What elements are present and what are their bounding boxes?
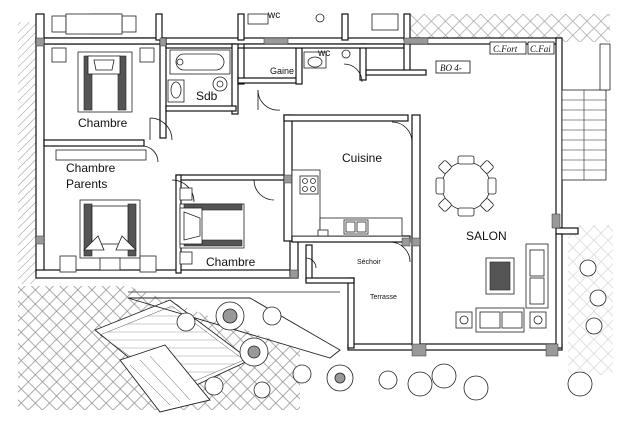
bed-parents <box>55 149 157 273</box>
tag-c-fai-text: C.Fai <box>530 44 551 54</box>
tag-bo: BO 4- <box>435 60 471 74</box>
deck-stairs <box>94 291 341 413</box>
pillars <box>35 37 561 357</box>
bed-top <box>51 47 155 113</box>
label-salon: SALON <box>466 229 507 243</box>
label-sechoir: Séchoir <box>357 259 381 266</box>
top-furniture <box>51 13 399 35</box>
left-hatch-strip <box>18 22 36 284</box>
label-cuisine: Cuisine <box>342 151 382 165</box>
label-gaine: Gaine <box>270 66 294 76</box>
label-chambre-parents-2: Parents <box>66 177 107 191</box>
plants <box>176 259 607 401</box>
bathroom-fixtures <box>167 49 231 103</box>
tag-c-fai: C.Fai <box>527 41 555 55</box>
wc-fixture <box>303 49 351 69</box>
label-wc-top: wc <box>267 10 280 21</box>
label-terrasse: Terrasse <box>370 294 397 301</box>
tag-c-fort-text: C.Fort <box>493 44 518 54</box>
label-chambre-top: Chambre <box>78 116 128 130</box>
salon-sofas <box>455 243 549 333</box>
tag-c-fort: C.Fort <box>489 41 527 55</box>
right-stairs <box>561 43 611 181</box>
interior-walls <box>35 13 427 346</box>
bed-bottom <box>179 187 245 265</box>
label-wc-mid: wc <box>317 48 330 59</box>
label-sdb: Sdb <box>196 89 218 103</box>
dining-table <box>435 155 497 217</box>
top-tiled-strip <box>410 14 610 42</box>
kitchen-counter <box>291 169 403 237</box>
door-swings <box>141 63 413 269</box>
label-chambre-bottom: Chambre <box>206 255 256 269</box>
tag-bo-text: BO 4- <box>440 63 462 73</box>
label-chambre-parents-1: Chambre <box>66 161 116 175</box>
